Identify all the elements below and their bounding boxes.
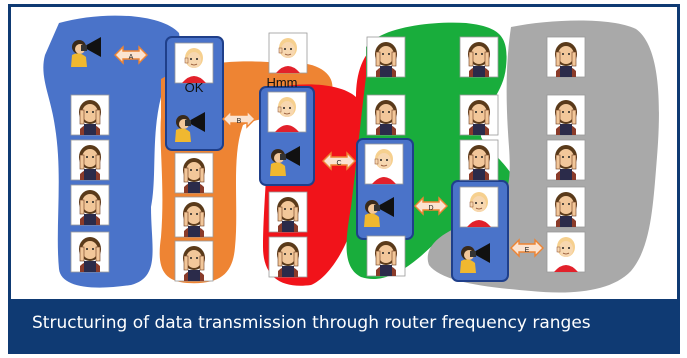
- listener-figure: [459, 186, 499, 228]
- listener-figure: [546, 36, 586, 78]
- listener-figure: [268, 191, 308, 233]
- listener-figure: [174, 152, 214, 194]
- group-label-b: B: [237, 118, 242, 125]
- group-label-c: C: [336, 160, 341, 167]
- listener-figure: [268, 32, 308, 74]
- group-a-blob: [43, 15, 180, 288]
- listener-figure: [459, 94, 499, 136]
- group-label-d: D: [428, 205, 433, 212]
- diagram: A B C D E OK Hmm: [43, 15, 659, 293]
- listener-figure: [546, 186, 586, 228]
- listener-figure: [174, 196, 214, 238]
- listener-figure: [364, 143, 404, 185]
- listener-figure: [174, 240, 214, 282]
- listener-figure: [70, 139, 110, 181]
- listener-figure: [267, 91, 307, 133]
- listener-figure: [366, 36, 406, 78]
- group-label-e: E: [525, 247, 530, 254]
- speech-ok: OK: [185, 80, 204, 95]
- listener-figure: [268, 236, 308, 278]
- group-label-a: A: [129, 54, 134, 61]
- listener-figure: [459, 36, 499, 78]
- listener-figure: [459, 139, 499, 181]
- listener-figure: [546, 94, 586, 136]
- listener-figure: [174, 42, 214, 84]
- listener-figure: [546, 139, 586, 181]
- listener-figure: [70, 184, 110, 226]
- figure-caption: Structuring of data transmission through…: [32, 313, 591, 333]
- caption-bar: Structuring of data transmission through…: [11, 299, 677, 351]
- listener-figure: [366, 94, 406, 136]
- listener-figure: [70, 231, 110, 273]
- listener-figure: [366, 235, 406, 277]
- listener-figure: [546, 231, 586, 273]
- speech-hmm: Hmm: [266, 75, 297, 90]
- listener-figure: [70, 94, 110, 136]
- figure-frame: A B C D E OK Hmm Structuring of data tra…: [8, 4, 680, 354]
